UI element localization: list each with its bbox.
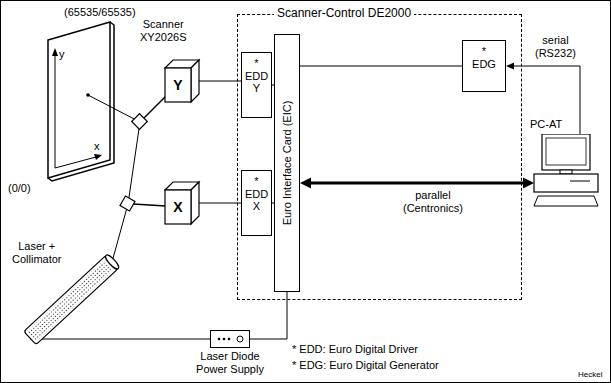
axis-letter: Y — [165, 68, 191, 102]
connector-line — [309, 182, 525, 185]
x-axis — [55, 157, 96, 168]
scanner-shaft — [133, 204, 166, 206]
control-unit-title: Scanner-Control DE2000 — [274, 7, 414, 21]
power-supply-panel — [211, 331, 249, 347]
axis-label: y — [59, 48, 65, 61]
coordinate-label: (65535/65535) — [64, 6, 136, 19]
indicator-dot — [228, 338, 231, 341]
monitor-stand — [560, 170, 572, 174]
computer-icon — [530, 134, 602, 208]
projection-screen — [48, 22, 110, 178]
laser-body — [24, 255, 118, 344]
node-box: * EDD Y — [241, 52, 272, 118]
laser-label: Laser + Collimator — [12, 240, 62, 265]
module-label: * EDD Y — [245, 57, 268, 95]
node-pc: PC-AT — [530, 118, 602, 208]
node-ps: Laser Diode Power Supply — [210, 330, 250, 348]
power-supply-label: Laser Diode Power Supply — [190, 350, 270, 375]
power-wire — [30, 339, 210, 340]
connector — [506, 63, 580, 135]
cube-front — [165, 68, 191, 102]
x-mirror — [120, 196, 135, 211]
laser-collimator — [24, 253, 121, 344]
axis-arrow — [94, 154, 102, 160]
connector-line — [199, 203, 241, 204]
signature: Heckel — [578, 370, 602, 379]
node-box: * EDG — [462, 40, 506, 92]
indicator-dot — [218, 338, 221, 341]
scanner-label: Scanner XY2026S — [140, 18, 186, 43]
arrowhead — [300, 178, 311, 189]
node-box: * EDD X — [241, 170, 272, 236]
interface-label: parallel (Centronics) — [402, 189, 464, 214]
monitor-screen — [546, 138, 586, 165]
footnote: * EDG: Euro Digital Generator — [292, 359, 439, 372]
axis-arrow — [52, 48, 58, 56]
module-label: * EDD X — [245, 175, 268, 213]
cube-front — [165, 190, 191, 224]
laser-beam — [88, 95, 140, 262]
drive-slot — [570, 181, 590, 182]
connector-line — [512, 66, 580, 134]
node-eic: Euro Interface Card (EIC) — [274, 34, 300, 292]
node-cube: X — [165, 182, 199, 224]
screen-edge — [48, 22, 114, 181]
arrowhead — [506, 63, 514, 70]
scanner-shaft — [144, 96, 166, 118]
system-unit — [534, 174, 598, 192]
coordinate-label: (0/0) — [8, 182, 31, 195]
y-axis — [55, 54, 56, 168]
keyboard — [534, 196, 598, 206]
computer-label: PC-AT — [530, 118, 562, 131]
node-dash: Scanner-Control DE2000* EDD Y* EDD XEuro… — [237, 14, 522, 300]
arrowhead — [523, 178, 534, 189]
module-label: * EDG — [472, 45, 496, 70]
connector — [300, 66, 462, 67]
connector-line — [300, 66, 462, 67]
cube-side — [191, 182, 199, 224]
connector — [199, 203, 241, 204]
indicator-dot — [223, 338, 226, 341]
monitor — [542, 134, 590, 170]
node-cube: Y — [165, 60, 199, 102]
knob — [237, 336, 243, 342]
connector — [300, 178, 534, 189]
axis-letter: X — [165, 190, 191, 224]
connector — [199, 81, 241, 82]
connector-line — [199, 81, 241, 82]
interface-card-label: Euro Interface Card (EIC) — [281, 101, 294, 226]
interface-label: serial (RS232) — [534, 34, 577, 59]
cube-side — [191, 60, 199, 102]
laser-shading — [27, 261, 113, 342]
footnote: * EDD: Euro Digital Driver — [292, 343, 418, 356]
collimator-lens — [104, 253, 121, 270]
y-mirror — [132, 114, 148, 130]
axis-label: x — [94, 140, 100, 153]
